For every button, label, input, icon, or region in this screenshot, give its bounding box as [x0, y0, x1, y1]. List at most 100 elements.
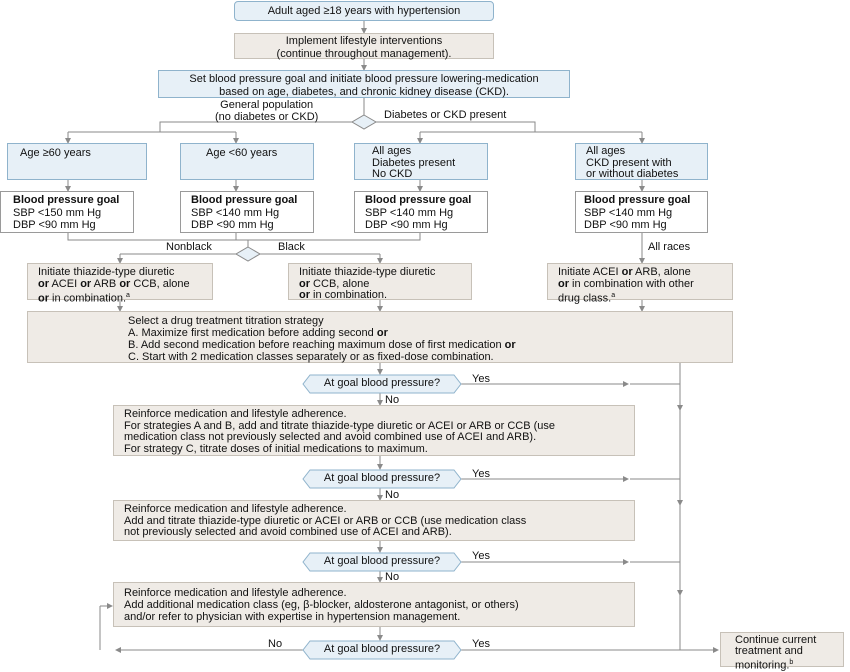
- start-text: Adult aged ≥18 years with hypertension: [267, 5, 461, 17]
- goal-question-1: At goal blood pressure?: [323, 377, 441, 389]
- step2-box: Reinforce medication and lifestyle adher…: [113, 500, 635, 541]
- general-population-line-2: (no diabetes or CKD): [215, 111, 319, 123]
- or-word: or: [376, 327, 388, 339]
- goal-box-3: Blood pressure goal SBP <140 mm Hg DBP <…: [354, 191, 488, 233]
- nonblack-label: Nonblack: [166, 241, 212, 253]
- continue-line: treatment and: [735, 645, 803, 657]
- population-text: All ages: [372, 145, 412, 157]
- general-population-line-1: General population: [220, 99, 314, 111]
- step1-line: medication class not previously selected…: [124, 431, 537, 443]
- no-label-1: No: [385, 394, 400, 406]
- or-word: or: [38, 277, 49, 290]
- step1-line: Reinforce medication and lifestyle adher…: [124, 408, 347, 420]
- step1-box: Reinforce medication and lifestyle adher…: [113, 405, 635, 456]
- goal-decision-1: [302, 374, 462, 394]
- continue-line: Continue current: [735, 634, 817, 646]
- goal-question-4: At goal blood pressure?: [323, 643, 441, 655]
- population-diabetes: All ages Diabetes present No CKD: [354, 143, 488, 180]
- initiate-nonblack-box: Initiate thiazide-type diuretic or ACEI …: [27, 263, 213, 304]
- population-age-under-60: Age <60 years: [180, 143, 314, 180]
- population-text: Age ≥60 years: [20, 147, 91, 159]
- population-text: No CKD: [372, 168, 413, 180]
- no-label-4: No: [268, 638, 283, 650]
- step3-box: Reinforce medication and lifestyle adher…: [113, 582, 635, 627]
- goal-box-4: Blood pressure goal SBP <140 mm Hg DBP <…: [575, 191, 708, 233]
- goal-sbp: SBP <140 mm Hg: [584, 206, 673, 219]
- initiate-ckd-box: Initiate ACEI or ARB, alone or in combin…: [547, 263, 733, 304]
- goal-title: Blood pressure goal: [365, 194, 472, 206]
- goal-dbp: DBP <90 mm Hg: [365, 219, 448, 231]
- footnote-marker: b: [789, 659, 794, 666]
- initiate-line: Initiate ACEI or ARB, alone: [558, 266, 732, 279]
- goal-question-3: At goal blood pressure?: [323, 555, 441, 567]
- lifestyle-line-2: (continue throughout management).: [276, 47, 452, 60]
- goal-sbp: SBP <140 mm Hg: [191, 206, 280, 219]
- drug-text: drug class.: [558, 292, 612, 305]
- strategy-b-text: B. Add second medication before reaching…: [128, 339, 505, 351]
- yes-label-3: Yes: [472, 550, 490, 562]
- goal-decision-3: [302, 552, 462, 572]
- set-goal-box: Set blood pressure goal and initiate blo…: [158, 70, 570, 98]
- all-races-label: All races: [648, 241, 691, 253]
- drug-text: in combination.: [49, 292, 127, 305]
- set-goal-line-2: based on age, diabetes, and chronic kidn…: [219, 85, 509, 98]
- footnote-marker: a: [126, 292, 130, 299]
- goal-title: Blood pressure goal: [13, 194, 120, 206]
- or-word: or: [504, 339, 516, 351]
- titration-strategy-box: Select a drug treatment titration strate…: [27, 311, 733, 363]
- diabetes-ckd-label: Diabetes or CKD present: [384, 109, 507, 121]
- or-word: or: [80, 277, 92, 290]
- step2-line: Add and titrate thiazide-type diuretic o…: [124, 514, 527, 527]
- step1-line: For strategies A and B, add and titrate …: [124, 419, 556, 432]
- step1-line: For strategy C, titrate doses of initial…: [124, 442, 428, 455]
- goal-box-1: Blood pressure goal SBP <150 mm Hg DBP <…: [0, 191, 134, 233]
- drug-text: CCB, alone: [130, 277, 190, 290]
- goal-box-2: Blood pressure goal SBP <140 mm Hg DBP <…: [180, 191, 314, 233]
- step3-line: Add additional medication class (eg, β-b…: [124, 599, 519, 611]
- initiate-line: or CCB, alone: [299, 277, 471, 291]
- start-box: Adult aged ≥18 years with hypertension: [234, 1, 494, 21]
- goal-dbp: DBP <90 mm Hg: [13, 219, 96, 231]
- population-text: All ages: [586, 145, 626, 157]
- footnote-marker: a: [611, 292, 616, 299]
- population-ckd: All ages CKD present with or without dia…: [575, 143, 708, 180]
- or-word: or: [38, 292, 49, 305]
- or-word: or: [299, 277, 310, 290]
- drug-text: CCB, alone: [310, 277, 370, 290]
- titration-title: Select a drug treatment titration strate…: [128, 315, 324, 327]
- strategy-a: A. Maximize first medication before addi…: [128, 327, 732, 339]
- no-label-2: No: [385, 489, 400, 501]
- initiate-line: Initiate thiazide-type diuretic: [38, 266, 175, 278]
- or-word: or: [299, 289, 310, 301]
- drug-text: Initiate ACEI: [558, 266, 622, 278]
- initiate-line: Initiate thiazide-type diuretic: [299, 266, 436, 278]
- set-goal-line-1: Set blood pressure goal and initiate blo…: [189, 73, 539, 85]
- step2-line: Reinforce medication and lifestyle adher…: [124, 503, 347, 515]
- strategy-b: B. Add second medication before reaching…: [128, 339, 732, 351]
- initiate-line: or in combination.: [299, 289, 471, 302]
- goal-sbp: SBP <150 mm Hg: [13, 206, 102, 219]
- drug-text: ACEI: [49, 277, 81, 290]
- general-population-label: General population (no diabetes or CKD): [215, 99, 318, 123]
- strategy-a-text: A. Maximize first medication before addi…: [128, 327, 377, 339]
- goal-dbp: DBP <90 mm Hg: [584, 219, 667, 231]
- initiate-black-box: Initiate thiazide-type diuretic or CCB, …: [288, 263, 472, 302]
- drug-text: in combination with other: [569, 277, 694, 290]
- goal-dbp: DBP <90 mm Hg: [191, 219, 274, 231]
- goal-title: Blood pressure goal: [191, 194, 298, 206]
- lifestyle-box: Implement lifestyle interventions (conti…: [234, 33, 494, 60]
- lifestyle-line-1: Implement lifestyle interventions: [285, 35, 443, 47]
- no-label-3: No: [385, 571, 400, 583]
- drug-text: in combination.: [310, 289, 388, 301]
- step2-line: not previously selected and avoid combin…: [124, 526, 452, 538]
- strategy-c: C. Start with 2 medication classes separ…: [128, 351, 494, 363]
- black-label: Black: [278, 241, 305, 253]
- population-text: Age <60 years: [206, 147, 278, 159]
- continue-text: monitoring.: [735, 659, 790, 672]
- continue-treatment-box: Continue current treatment and monitorin…: [720, 632, 844, 671]
- or-word: or: [558, 277, 569, 290]
- yes-label-1: Yes: [472, 373, 490, 385]
- population-age-60-plus: Age ≥60 years: [7, 143, 147, 180]
- initiate-line: drug class.a: [558, 290, 732, 305]
